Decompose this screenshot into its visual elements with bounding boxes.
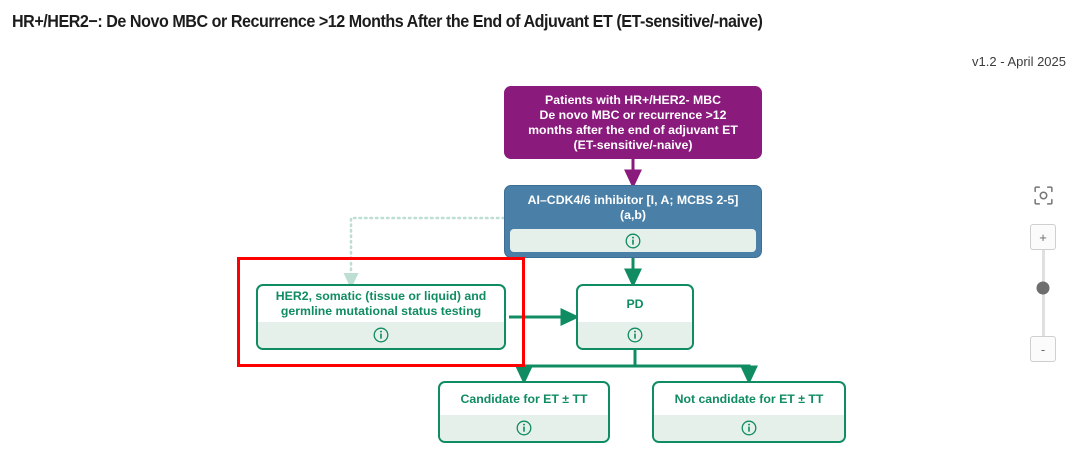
node-pd-title: PD (626, 296, 644, 311)
node-candidate-for-et-tt-info-bar[interactable] (440, 415, 608, 441)
edge-pd-to-candidate (515, 350, 637, 385)
info-circle-icon[interactable] (516, 420, 532, 436)
zoom-out-button[interactable]: - (1030, 336, 1056, 362)
node-pd[interactable]: PD (576, 284, 694, 350)
selection-highlight-rect (237, 257, 525, 367)
node-ai-cdk-inhibitor[interactable]: AI–CDK4/6 inhibitor [I, A; MCBS 2-5] (a,… (504, 185, 762, 258)
node-pd-info-bar[interactable] (578, 322, 692, 348)
zoom-controls[interactable]: + - (1028, 182, 1058, 362)
info-circle-icon[interactable] (373, 327, 389, 343)
page-title: HR+/HER2−: De Novo MBC or Recurrence >12… (12, 11, 763, 31)
node-candidate-for-et-tt[interactable]: Candidate for ET ± TT (438, 381, 610, 443)
node-patients[interactable]: Patients with HR+/HER2- MBC De novo MBC … (504, 86, 762, 159)
node-her2-testing[interactable]: HER2, somatic (tissue or liquid) and ger… (256, 284, 506, 350)
version-label: v1.2 - April 2025 (972, 54, 1066, 69)
node-patients-title: Patients with HR+/HER2- MBC De novo MBC … (528, 92, 738, 152)
edge-pd-to-not-candidate (633, 350, 758, 385)
fit-to-screen-button[interactable] (1030, 182, 1056, 208)
node-candidate-for-et-tt-title: Candidate for ET ± TT (460, 391, 588, 406)
node-not-candidate-for-et-tt[interactable]: Not candidate for ET ± TT (652, 381, 846, 443)
node-her2-testing-info-bar[interactable] (258, 322, 504, 348)
info-circle-icon[interactable] (625, 233, 641, 249)
info-circle-icon[interactable] (741, 420, 757, 436)
info-circle-icon[interactable] (627, 327, 643, 343)
zoom-in-button[interactable]: + (1030, 224, 1056, 250)
zoom-slider-handle[interactable] (1036, 281, 1050, 295)
node-not-candidate-for-et-tt-info-bar[interactable] (654, 415, 844, 441)
flowchart-canvas[interactable]: Patients with HR+/HER2- MBC De novo MBC … (0, 78, 1080, 471)
node-not-candidate-for-et-tt-title: Not candidate for ET ± TT (674, 391, 824, 406)
fit-to-screen-icon (1033, 185, 1053, 205)
node-ai-cdk-inhibitor-info-bar[interactable] (510, 229, 756, 252)
zoom-slider[interactable] (1036, 250, 1050, 336)
node-her2-testing-title: HER2, somatic (tissue or liquid) and ger… (275, 289, 487, 318)
node-ai-cdk-inhibitor-title: AI–CDK4/6 inhibitor [I, A; MCBS 2-5] (a,… (527, 192, 739, 222)
